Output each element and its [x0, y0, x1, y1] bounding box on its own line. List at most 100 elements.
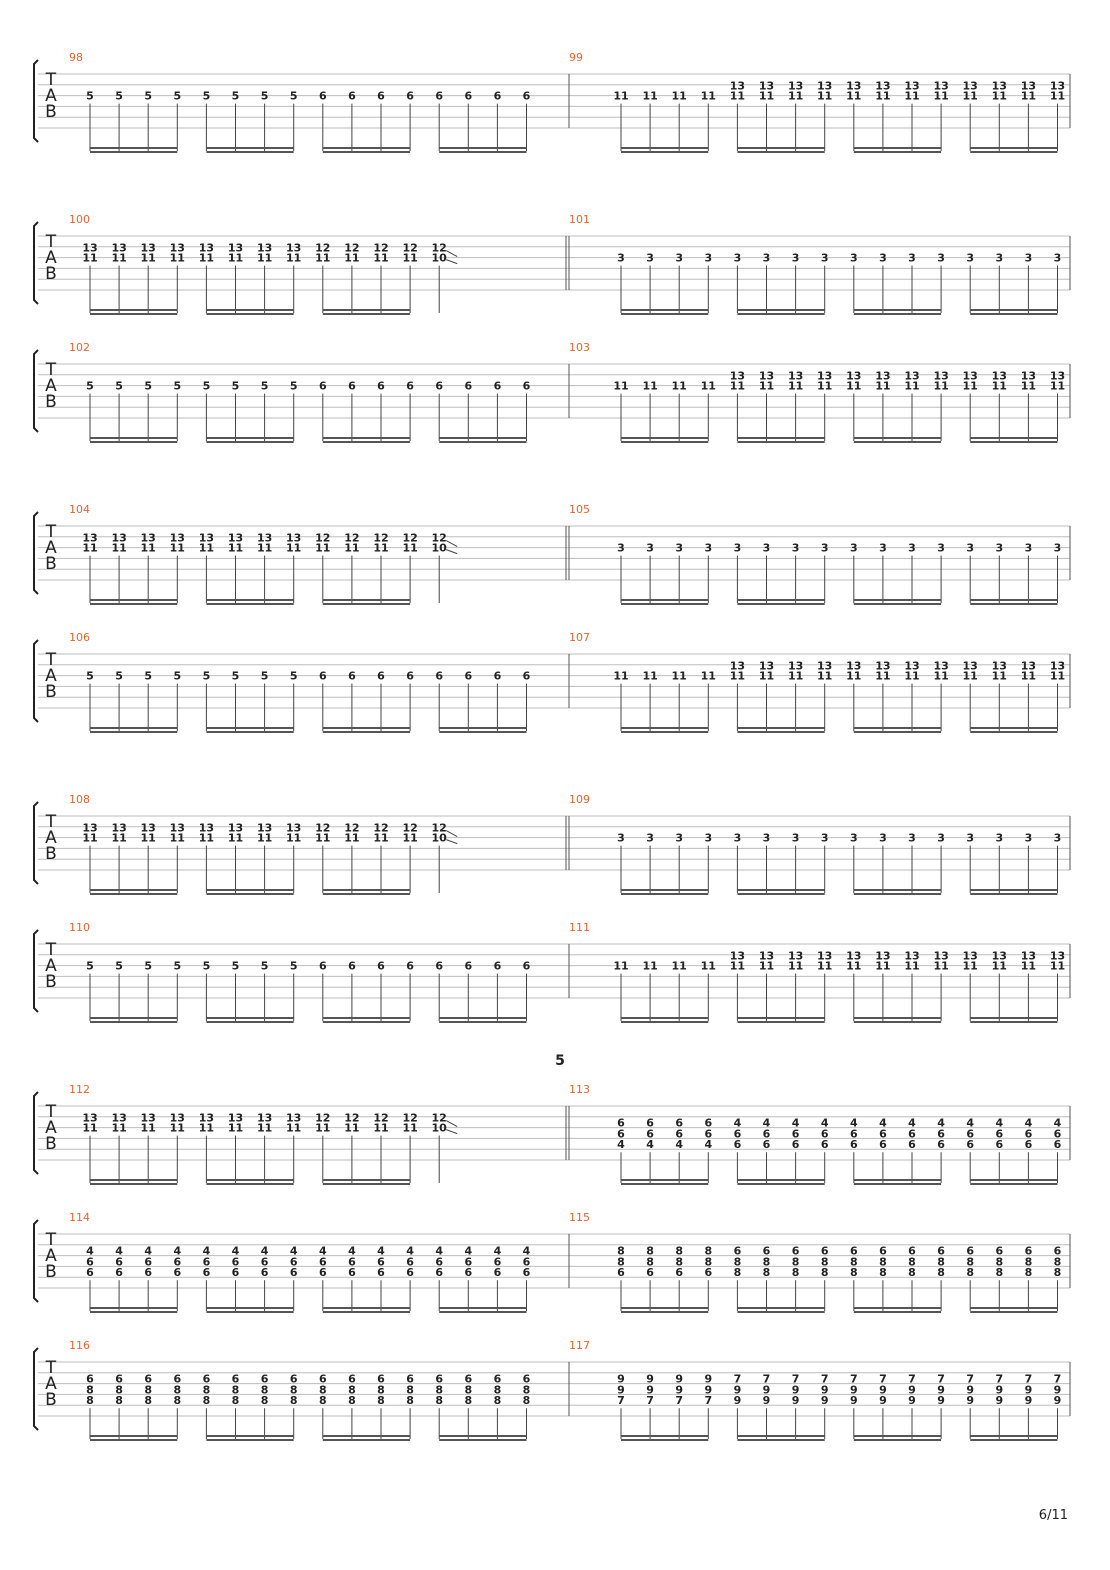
fret-number: 9 [908, 1394, 916, 1407]
fret-number: 11 [402, 252, 417, 265]
fret-number: 8 [937, 1255, 945, 1268]
fret-number: 13 [817, 660, 832, 673]
fret-number: 9 [821, 1383, 829, 1396]
measure-number: 112 [69, 1083, 90, 1096]
fret-number: 11 [672, 90, 687, 103]
tab-clef-letter: T [45, 650, 57, 670]
fret-number: 8 [494, 1383, 502, 1396]
fret-number: 12 [344, 242, 359, 255]
fret-number: 5 [86, 380, 94, 393]
fret-number: 6 [494, 90, 502, 103]
fret-number: 13 [963, 80, 978, 93]
fret-number: 13 [286, 532, 301, 545]
fret-number: 11 [111, 1122, 126, 1135]
tab-clef-letter: T [45, 940, 57, 960]
measure-number: 102 [69, 341, 90, 354]
fret-number: 13 [788, 950, 803, 963]
fret-number: 11 [788, 380, 803, 393]
tab-clef-letter: A [45, 376, 57, 396]
fret-number: 9 [675, 1373, 683, 1386]
fret-number: 6 [1054, 1127, 1062, 1140]
fret-number: 7 [966, 1373, 974, 1386]
fret-number: 13 [933, 370, 948, 383]
fret-number: 6 [406, 90, 414, 103]
fret-number: 12 [344, 532, 359, 545]
fret-number: 6 [523, 1255, 531, 1268]
fret-number: 9 [1025, 1383, 1033, 1396]
fret-number: 6 [734, 1127, 742, 1140]
fret-number: 6 [435, 670, 443, 683]
fret-number: 8 [86, 1394, 94, 1407]
fret-number: 13 [1021, 80, 1036, 93]
fret-number: 6 [319, 960, 327, 973]
fret-number: 5 [115, 960, 123, 973]
fret-number: 13 [1050, 660, 1065, 673]
fret-number: 6 [203, 1255, 211, 1268]
fret-number: 13 [257, 1112, 272, 1125]
fret-number: 3 [850, 542, 858, 555]
fret-number: 6 [675, 1266, 683, 1279]
fret-number: 8 [792, 1266, 800, 1279]
fret-number: 6 [290, 1255, 298, 1268]
tab-clef-letter: B [45, 102, 57, 122]
system-bracket [33, 929, 39, 1013]
tab-clef-letter: A [45, 538, 57, 558]
fret-number: 8 [879, 1266, 887, 1279]
fret-number: 3 [646, 832, 654, 845]
fret-number: 6 [464, 380, 472, 393]
fret-number: 4 [377, 1245, 385, 1258]
fret-number: 3 [792, 252, 800, 265]
fret-number: 11 [701, 90, 716, 103]
fret-number: 9 [792, 1394, 800, 1407]
fret-number: 13 [228, 1112, 243, 1125]
fret-number: 3 [646, 252, 654, 265]
fret-number: 8 [86, 1383, 94, 1396]
fret-number: 13 [992, 80, 1007, 93]
fret-number: 13 [817, 370, 832, 383]
fret-number: 3 [704, 252, 712, 265]
tab-clef-letter: A [45, 1246, 57, 1266]
fret-number: 13 [141, 822, 156, 835]
fret-number: 5 [290, 90, 298, 103]
fret-number: 3 [1054, 252, 1062, 265]
fret-number: 11 [228, 542, 243, 555]
fret-number: 11 [82, 542, 97, 555]
fret-number: 6 [464, 1266, 472, 1279]
fret-number: 6 [232, 1373, 240, 1386]
fret-number: 6 [319, 1373, 327, 1386]
fret-number: 5 [232, 380, 240, 393]
fret-number: 6 [144, 1266, 152, 1279]
fret-number: 12 [373, 242, 388, 255]
fret-number: 11 [315, 1122, 330, 1135]
fret-number: 9 [908, 1383, 916, 1396]
fret-number: 6 [675, 1117, 683, 1130]
tab-clef-letter: B [45, 554, 57, 574]
fret-number: 7 [646, 1394, 654, 1407]
slide-mark [445, 250, 458, 265]
fret-number: 6 [966, 1127, 974, 1140]
fret-number: 13 [904, 660, 919, 673]
tab-clef-letter: B [45, 972, 57, 992]
fret-number: 6 [435, 1373, 443, 1386]
fret-number: 13 [111, 242, 126, 255]
fret-number: 8 [763, 1266, 771, 1279]
fret-number: 13 [759, 370, 774, 383]
fret-number: 4 [435, 1245, 443, 1258]
fret-number: 6 [646, 1117, 654, 1130]
fret-number: 6 [203, 1373, 211, 1386]
fret-number: 13 [141, 242, 156, 255]
fret-number: 5 [86, 960, 94, 973]
fret-number: 5 [173, 90, 181, 103]
fret-number: 6 [879, 1245, 887, 1258]
fret-number: 11 [141, 542, 156, 555]
fret-number: 3 [675, 252, 683, 265]
fret-number: 11 [933, 960, 948, 973]
fret-number: 13 [992, 660, 1007, 673]
measure-number: 105 [569, 503, 590, 516]
system-bracket [33, 221, 39, 305]
tab-clef-letter: B [45, 1134, 57, 1154]
fret-number: 4 [821, 1117, 829, 1130]
tab-clef-letter: B [45, 844, 57, 864]
fret-number: 4 [646, 1138, 654, 1151]
fret-number: 11 [613, 960, 628, 973]
